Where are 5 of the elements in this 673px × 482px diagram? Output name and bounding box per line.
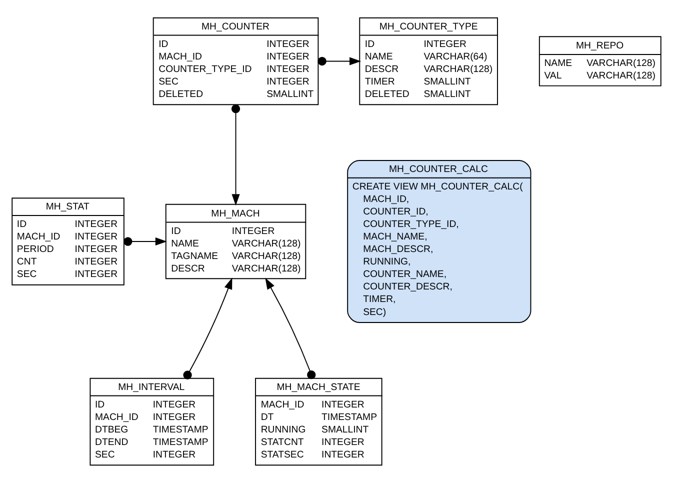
arrow <box>231 104 240 206</box>
arrow <box>124 236 167 246</box>
arrow <box>265 277 316 379</box>
arrow <box>183 277 232 379</box>
arrow <box>318 56 362 66</box>
